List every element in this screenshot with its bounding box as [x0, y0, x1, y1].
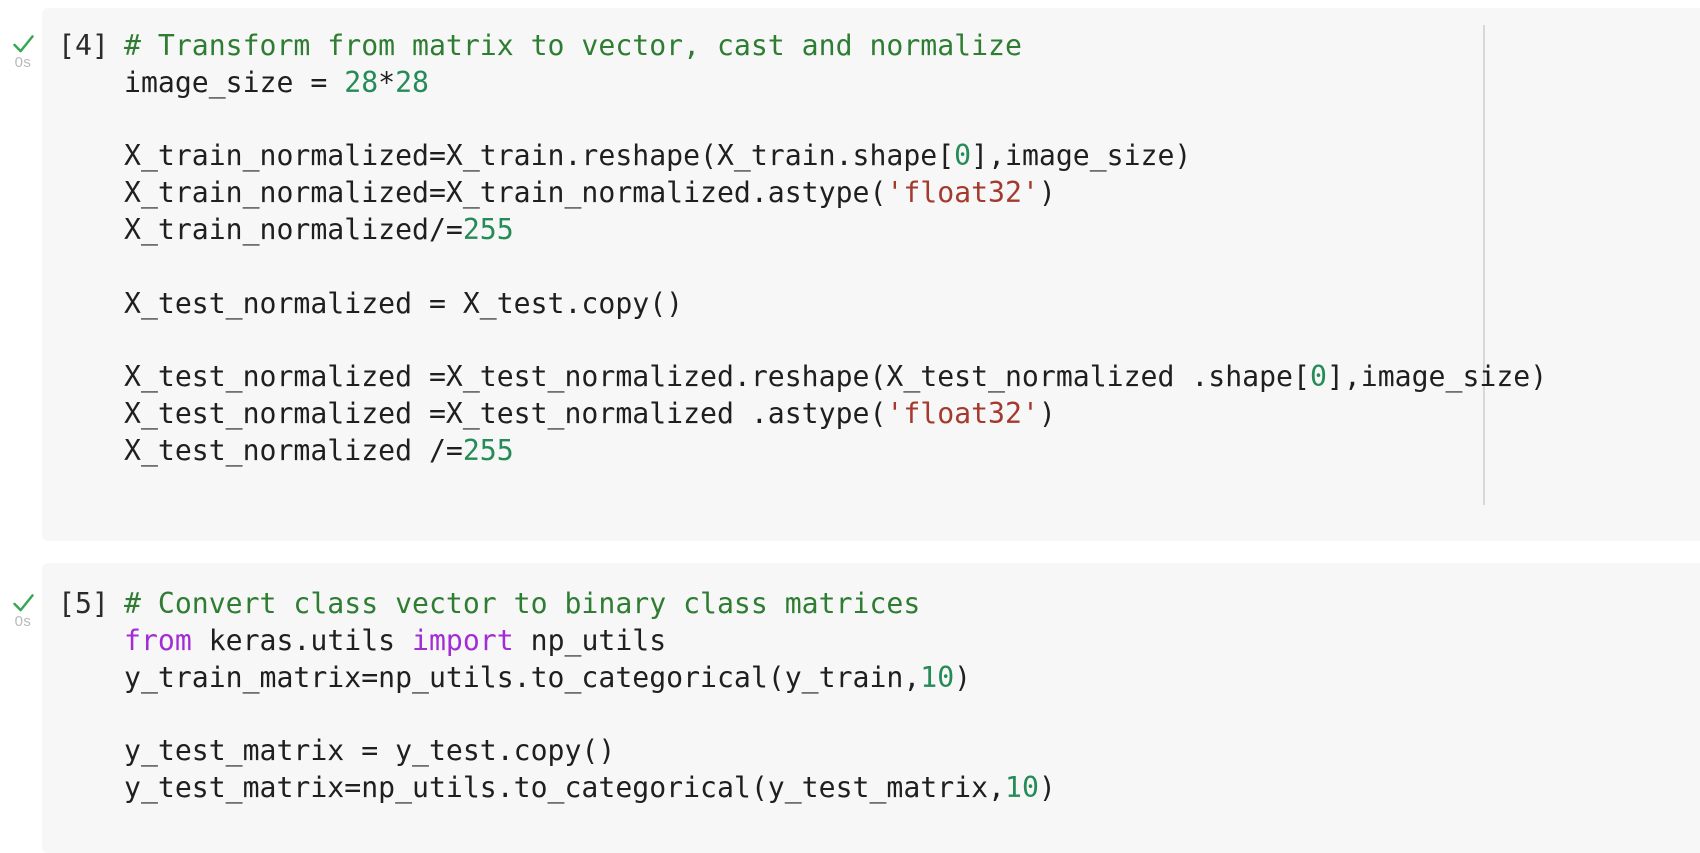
code-token-plain: np_utils [513, 623, 667, 657]
check-icon [12, 594, 34, 612]
code-token-number: 28 [344, 65, 379, 99]
code-token-plain: y_test_matrix=np_utils.to_categorical(y_… [124, 770, 1005, 804]
code-line[interactable]: X_test_normalized =X_test_normalized .as… [124, 396, 1700, 433]
code-token-plain: X_test_normalized =X_test_normalized .as… [124, 396, 887, 430]
code-token-plain: ) [1038, 396, 1056, 430]
code-token-plain: y_test_matrix = y_test.copy() [124, 734, 616, 768]
execution-duration: 0s [14, 54, 32, 71]
code-token-number: 28 [395, 65, 429, 99]
code-line[interactable] [124, 696, 1700, 733]
code-token-plain: ) [954, 660, 972, 694]
code-line[interactable]: # Transform from matrix to vector, cast … [124, 28, 1700, 65]
execution-count: [5] [58, 587, 109, 620]
code-token-keyword: import [412, 623, 514, 657]
code-token-plain: X_train_normalized=X_train.reshape(X_tra… [124, 139, 955, 173]
code-line[interactable]: image_size = 28*28 [124, 65, 1700, 102]
code-token-plain: X_test_normalized =X_test_normalized.res… [124, 360, 1310, 394]
cell-background [42, 8, 1700, 541]
code-token-plain: * [378, 65, 396, 99]
code-editor[interactable]: # Transform from matrix to vector, cast … [124, 28, 1700, 470]
code-token-number: 255 [462, 212, 514, 246]
code-line[interactable]: X_train_normalized/=255 [124, 212, 1700, 249]
execution-count: [4] [58, 29, 109, 62]
code-token-plain: ) [1038, 770, 1056, 804]
check-icon [12, 35, 34, 53]
code-line[interactable]: X_train_normalized=X_train_normalized.as… [124, 175, 1700, 212]
code-token-number: 0 [954, 139, 972, 173]
code-token-plain: keras.utils [191, 623, 413, 657]
code-line[interactable]: X_train_normalized=X_train.reshape(X_tra… [124, 138, 1700, 175]
code-line[interactable]: # Convert class vector to binary class m… [124, 586, 1700, 623]
code-cell: 0s [4] # Transform from matrix to vector… [0, 8, 1700, 541]
code-token-plain: ],image_size) [971, 139, 1192, 173]
code-token-plain: X_train_normalized=X_train_normalized.as… [124, 176, 887, 210]
code-token-string: 'float32' [886, 396, 1039, 430]
code-line[interactable]: y_test_matrix = y_test.copy() [124, 733, 1700, 770]
code-cell: 0s [5] # Convert class vector to binary … [0, 563, 1700, 853]
code-token-plain: ) [1038, 176, 1056, 210]
code-line[interactable]: X_test_normalized =X_test_normalized.res… [124, 359, 1700, 396]
code-token-plain: ],image_size) [1326, 360, 1548, 394]
code-line[interactable] [124, 102, 1700, 139]
cell-background [42, 563, 1700, 853]
code-token-plain: image_size = [124, 65, 345, 99]
cell-run-status[interactable]: 0s [6, 34, 40, 71]
code-line[interactable]: y_test_matrix=np_utils.to_categorical(y_… [124, 770, 1700, 807]
code-token-number: 10 [1005, 770, 1039, 804]
code-token-comment: # Transform from matrix to vector, cast … [124, 29, 1022, 62]
editor-ruler-line [1483, 25, 1485, 505]
code-line[interactable]: from keras.utils import np_utils [124, 623, 1700, 660]
code-token-plain: y_train_matrix=np_utils.to_categorical(y… [124, 660, 921, 694]
execution-duration: 0s [14, 613, 32, 630]
code-token-plain: X_test_normalized = X_test.copy() [124, 286, 684, 320]
code-token-keyword: from [124, 623, 192, 657]
code-token-number: 255 [462, 433, 514, 467]
code-token-number: 10 [920, 660, 955, 694]
code-editor[interactable]: # Convert class vector to binary class m… [124, 586, 1700, 807]
code-token-plain: X_train_normalized/= [124, 212, 463, 246]
code-line[interactable] [124, 322, 1700, 359]
code-token-plain: X_test_normalized /= [124, 433, 463, 467]
code-line[interactable]: y_train_matrix=np_utils.to_categorical(y… [124, 660, 1700, 697]
code-token-string: 'float32' [886, 176, 1039, 210]
code-line[interactable]: X_test_normalized /=255 [124, 433, 1700, 470]
code-token-number: 0 [1309, 360, 1327, 394]
code-token-comment: # Convert class vector to binary class m… [124, 587, 921, 620]
cell-run-status[interactable]: 0s [6, 593, 40, 630]
code-line[interactable] [124, 249, 1700, 286]
code-line[interactable]: X_test_normalized = X_test.copy() [124, 286, 1700, 323]
